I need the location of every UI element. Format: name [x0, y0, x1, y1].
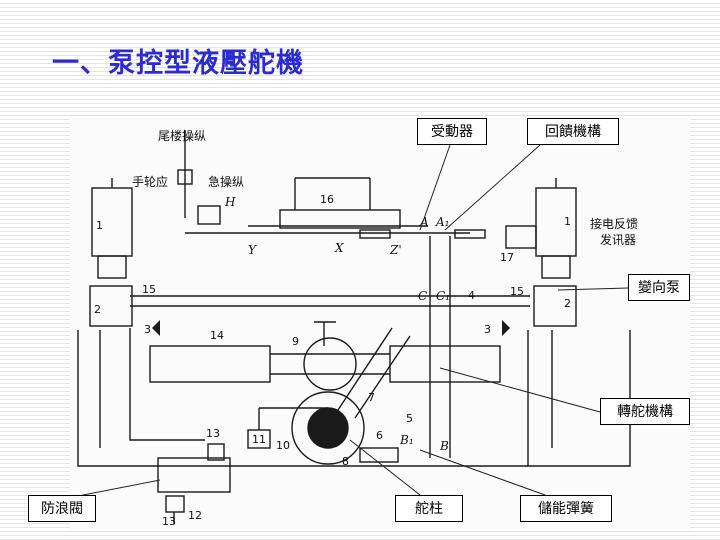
left-cylinder [149, 345, 271, 383]
label-num-2-left: 2 [94, 303, 101, 316]
label-tail-control: 尾楼操纵 [158, 129, 207, 143]
label-feedback-transmitter-line1: 接电反馈 [590, 217, 639, 231]
callout-rudder-stock: 舵柱 [395, 495, 463, 522]
label-num-15-left: 15 [142, 283, 156, 296]
label-C1: C₁ [436, 289, 450, 303]
label-num-9: 9 [292, 335, 299, 348]
valve-3-right [502, 320, 510, 336]
schematic-drawing [77, 130, 631, 524]
label-B: B [440, 439, 449, 453]
feedback-transmitter-17 [505, 225, 537, 249]
tiller-arm [354, 335, 411, 419]
rudder-quadrant [291, 391, 365, 465]
label-num-3-right: 3 [484, 323, 491, 336]
label-num-1-right: 1 [564, 215, 571, 228]
label-num-6: 6 [376, 429, 383, 442]
right-coupling [541, 255, 571, 279]
label-num-16: 16 [320, 193, 334, 206]
label-num-7: 7 [368, 391, 375, 404]
label-handwheel: 手轮应 [132, 175, 169, 189]
label-X: X [335, 241, 344, 255]
crosshead [303, 337, 357, 391]
label-num-1-left: 1 [96, 219, 103, 232]
left-coupling [97, 255, 127, 279]
label-num-17: 17 [500, 251, 514, 264]
left-pump [89, 285, 133, 327]
callout-actuator: 受動器 [417, 118, 487, 145]
label-feedback-transmitter-line2: 发讯器 [600, 233, 637, 247]
label-num-13-top: 13 [206, 427, 220, 440]
callout-relief-valve: 防浪閥 [28, 495, 96, 522]
right-pump [533, 285, 577, 327]
relief-valve-block [157, 457, 231, 493]
spring-6 [359, 447, 399, 463]
label-H: H [225, 195, 236, 209]
right-cylinder [389, 345, 501, 383]
label-num-10: 10 [276, 439, 290, 452]
callout-feedback-mechanism: 回饋機構 [527, 118, 619, 145]
label-num-13-bottom: 13 [162, 515, 176, 528]
label-num-14: 14 [210, 329, 224, 342]
label-A: A [420, 215, 429, 229]
label-emergency-control: 急操纵 [208, 175, 245, 189]
callout-steering-gear: 轉舵機構 [600, 398, 690, 425]
label-num-12: 12 [188, 509, 202, 522]
steering-gear-diagram: 尾楼操纵 手轮应 急操纵 接电反馈 发讯器 H Y X Z' A A₁ C C₁… [70, 118, 690, 530]
label-B1: B₁ [400, 433, 414, 447]
screw-spring-16 [279, 209, 401, 229]
page-title: 一、泵控型液壓舵機 [52, 48, 304, 79]
label-num-3-left: 3 [144, 323, 151, 336]
callout-variable-pump: 變向泵 [628, 274, 690, 301]
valve-3-left [152, 320, 160, 336]
label-num-8: 8 [342, 455, 349, 468]
label-num-11: 11 [252, 433, 266, 446]
label-Z-prime: Z' [390, 243, 402, 257]
oil-pipe-left-branch [129, 328, 205, 441]
oil-pipe-left-loop [77, 330, 528, 467]
label-num-2-right: 2 [564, 297, 571, 310]
label-C: C [418, 289, 428, 303]
label-num-15-right: 15 [510, 285, 524, 298]
label-A1: A₁ [436, 215, 450, 229]
label-num-5: 5 [406, 412, 413, 425]
label-Y: Y [248, 243, 256, 257]
label-num-4: 4 [468, 289, 475, 302]
callout-storage-spring: 儲能彈簧 [520, 495, 612, 522]
